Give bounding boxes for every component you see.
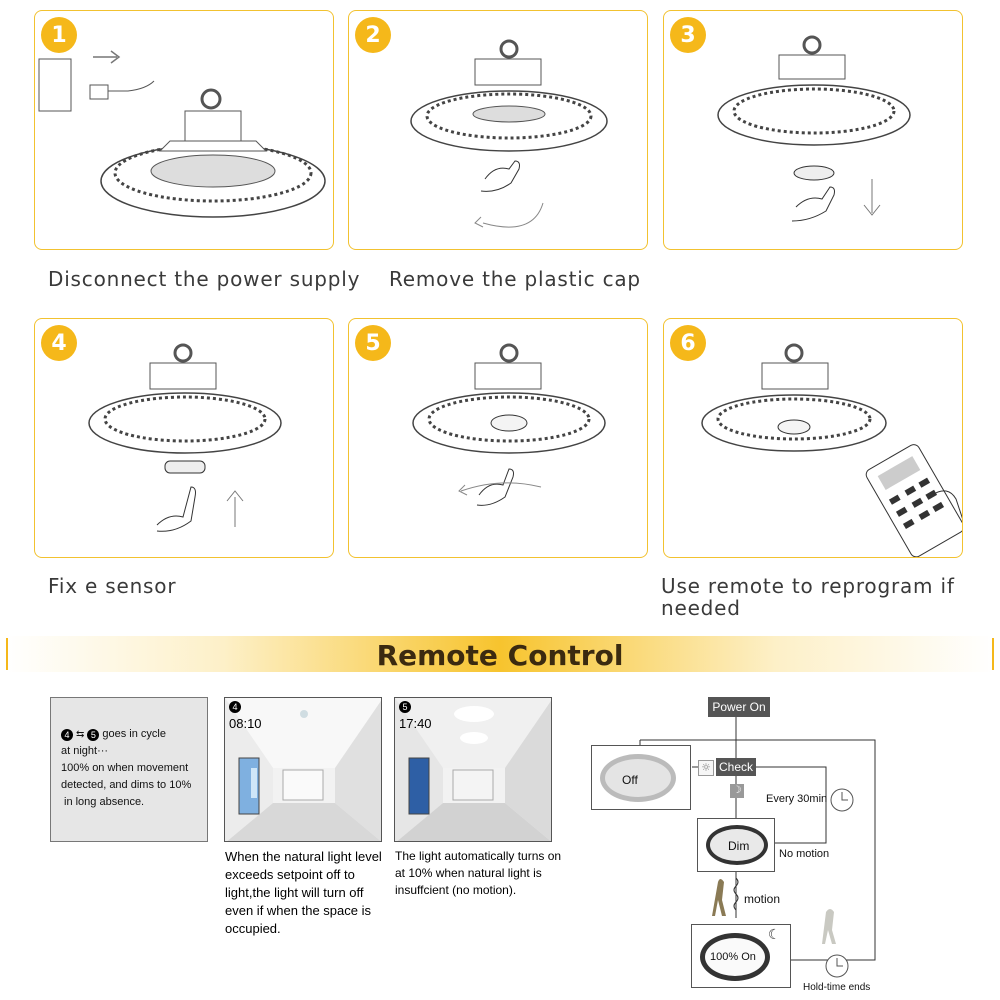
sun-icon: ☼ bbox=[698, 760, 714, 776]
off-light-icon bbox=[600, 754, 676, 802]
step-badge: 5 bbox=[355, 325, 391, 361]
step-panel-5: 5 bbox=[348, 318, 648, 558]
step-5-icon: 5 bbox=[87, 728, 100, 741]
corridor-evening-illustration bbox=[395, 698, 551, 841]
dim-state-box: Dim bbox=[697, 818, 775, 872]
scene-time: 08:10 bbox=[229, 716, 262, 731]
step-panel-4: 4 bbox=[34, 318, 334, 558]
step-badge: 6 bbox=[670, 325, 706, 361]
full-on-light-icon bbox=[700, 933, 770, 981]
info-line-4: detected, and dims to 10% bbox=[61, 779, 192, 791]
step-badge: 4 bbox=[41, 325, 77, 361]
hold-time-label: Hold-time ends bbox=[803, 982, 871, 993]
banner-tick-right bbox=[992, 638, 994, 670]
step-5-illustration bbox=[412, 343, 606, 506]
every-30min-label: Every 30min bbox=[766, 793, 828, 805]
step-panel-2: 2 bbox=[348, 10, 648, 250]
scene-time: 17:40 bbox=[399, 716, 432, 731]
dim-light-icon bbox=[706, 825, 768, 865]
night-moon-icon: ☾ bbox=[768, 927, 781, 943]
motion-label: motion bbox=[744, 892, 781, 906]
section-title: Remote Control bbox=[376, 639, 624, 672]
section-banner bbox=[6, 636, 994, 672]
step-2-caption: Remove the plastic cap bbox=[389, 267, 641, 291]
scene-daytime-description: When the natural light level exceeds set… bbox=[225, 849, 382, 936]
step-3-illustration bbox=[717, 35, 911, 222]
scene-evening: 5 17:40 bbox=[394, 697, 552, 842]
full-on-state-box: 100% On ☾ bbox=[691, 924, 791, 988]
step-4-icon: 4 bbox=[61, 728, 73, 741]
step-1-caption: Disconnect the power supply bbox=[48, 267, 361, 291]
step-badge: 2 bbox=[355, 17, 391, 53]
step-4-illustration bbox=[88, 343, 282, 532]
scene-badge: 4 bbox=[229, 701, 241, 713]
off-label: Off bbox=[622, 773, 638, 787]
step-6-caption: Use remote to reprogram if needed bbox=[661, 574, 955, 620]
power-on-box: Power On bbox=[708, 697, 770, 717]
info-line-3: 100% on when movement bbox=[61, 762, 189, 774]
moon-icon: ☽ bbox=[730, 784, 744, 798]
step-2-illustration bbox=[410, 39, 608, 228]
step-panel-6: 6 bbox=[663, 318, 963, 558]
step-badge: 1 bbox=[41, 17, 77, 53]
step-4-caption: Fix e sensor bbox=[48, 574, 177, 598]
scene-daytime: 4 08:10 bbox=[224, 697, 382, 842]
dim-label: Dim bbox=[728, 839, 750, 853]
scene-evening-description: The light automatically turns on at 10% … bbox=[395, 849, 562, 897]
check-box: Check bbox=[716, 758, 756, 776]
step-badge: 3 bbox=[670, 17, 706, 53]
info-line-2: at night··· bbox=[61, 745, 109, 757]
cycle-line: 4 ⇆ 5 goes in cycle bbox=[61, 726, 207, 743]
off-state-box: Off bbox=[591, 745, 691, 810]
cycle-text: goes in cycle bbox=[102, 728, 166, 740]
info-line-5: in long absence. bbox=[64, 796, 145, 808]
scene-badge: 5 bbox=[399, 701, 411, 713]
step-1-illustration bbox=[38, 50, 326, 218]
full-on-label: 100% On bbox=[710, 951, 756, 963]
cycle-info-box: 4 ⇆ 5 goes in cycle at night··· 100% on … bbox=[50, 697, 208, 842]
step-6-illustration bbox=[701, 343, 962, 557]
cycle-arrows-icon: ⇆ bbox=[76, 729, 85, 740]
step-panel-1: 1 bbox=[34, 10, 334, 250]
step-panel-3: 3 bbox=[663, 10, 963, 250]
corridor-day-illustration bbox=[225, 698, 381, 841]
no-motion-label: No motion bbox=[779, 848, 830, 860]
banner-tick-left bbox=[6, 638, 8, 670]
